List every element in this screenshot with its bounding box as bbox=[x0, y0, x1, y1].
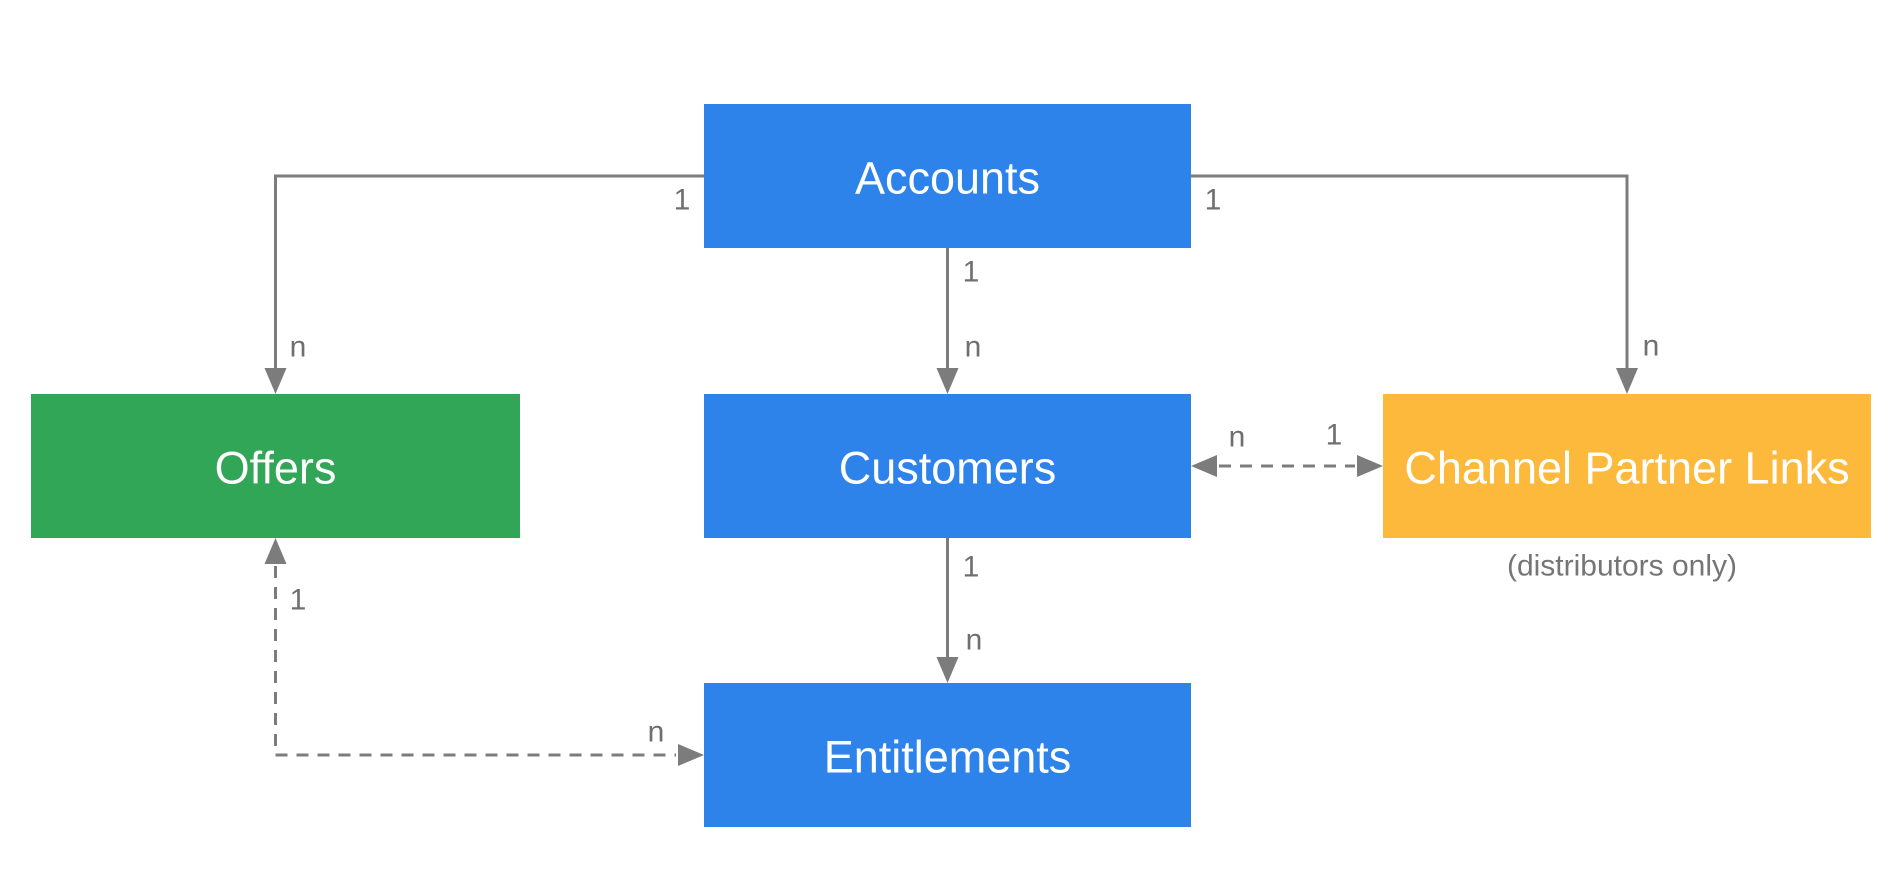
cardinality-accounts-cpl-1: 1 bbox=[1205, 184, 1222, 217]
node-offers-box bbox=[31, 394, 520, 538]
node-accounts: Accounts bbox=[704, 104, 1191, 248]
node-entitlements-box bbox=[704, 683, 1191, 827]
cardinality-offers-entitlements-n: n bbox=[648, 716, 665, 749]
node-entitlements-label: Entitlements bbox=[824, 732, 1072, 783]
arrowhead-right-cpl bbox=[1357, 455, 1383, 477]
edge-offers-entitlements-line bbox=[274, 566, 676, 757]
arrowhead-down-cpl bbox=[1616, 368, 1638, 394]
node-offers: Offers bbox=[31, 394, 520, 538]
cardinality-customers-entitlements-n: n bbox=[966, 624, 983, 657]
node-channel-partner-links-box bbox=[1383, 394, 1871, 538]
arrowhead-right-entitlements bbox=[678, 744, 704, 766]
cardinality-accounts-cpl-n: n bbox=[1643, 330, 1660, 363]
edge-accounts-offers: 1 n bbox=[264, 174, 704, 394]
arrowhead-down-customers bbox=[936, 368, 959, 394]
cardinality-customers-entitlements-1: 1 bbox=[963, 551, 980, 584]
node-customers: Customers bbox=[704, 394, 1191, 538]
edge-accounts-offers-line bbox=[274, 174, 704, 370]
node-customers-label: Customers bbox=[839, 443, 1057, 494]
node-accounts-box bbox=[704, 104, 1191, 248]
edge-accounts-cpl-line bbox=[1191, 174, 1629, 370]
arrowhead-down-offers bbox=[264, 368, 287, 394]
cardinality-customers-cpl-n: n bbox=[1229, 421, 1246, 454]
cardinality-customers-cpl-1: 1 bbox=[1326, 419, 1343, 452]
cardinality-accounts-offers-1: 1 bbox=[674, 184, 691, 217]
edge-offers-entitlements: 1 n bbox=[264, 538, 704, 766]
edge-accounts-customers: 1 n bbox=[936, 248, 982, 394]
node-entitlements: Entitlements bbox=[704, 683, 1191, 827]
node-channel-partner-links: Channel Partner Links (distributors only… bbox=[1383, 394, 1871, 583]
arrowhead-up-offers bbox=[264, 538, 287, 564]
distributors-only-note: (distributors only) bbox=[1507, 550, 1737, 583]
arrowhead-down-entitlements bbox=[936, 657, 959, 683]
arrowhead-left-customers bbox=[1191, 455, 1217, 477]
cardinality-accounts-customers-n: n bbox=[965, 331, 982, 364]
cardinality-offers-entitlements-1: 1 bbox=[290, 584, 307, 617]
cardinality-accounts-offers-n: n bbox=[290, 331, 307, 364]
node-offers-label: Offers bbox=[215, 443, 337, 494]
edge-customers-cpl: n 1 bbox=[1191, 419, 1383, 477]
node-customers-box bbox=[704, 394, 1191, 538]
edge-accounts-cpl: 1 n bbox=[1191, 174, 1660, 394]
edge-customers-entitlements: 1 n bbox=[936, 538, 983, 683]
cardinality-accounts-customers-1: 1 bbox=[963, 256, 980, 289]
node-accounts-label: Accounts bbox=[855, 153, 1040, 204]
node-channel-partner-links-label: Channel Partner Links bbox=[1404, 443, 1849, 494]
